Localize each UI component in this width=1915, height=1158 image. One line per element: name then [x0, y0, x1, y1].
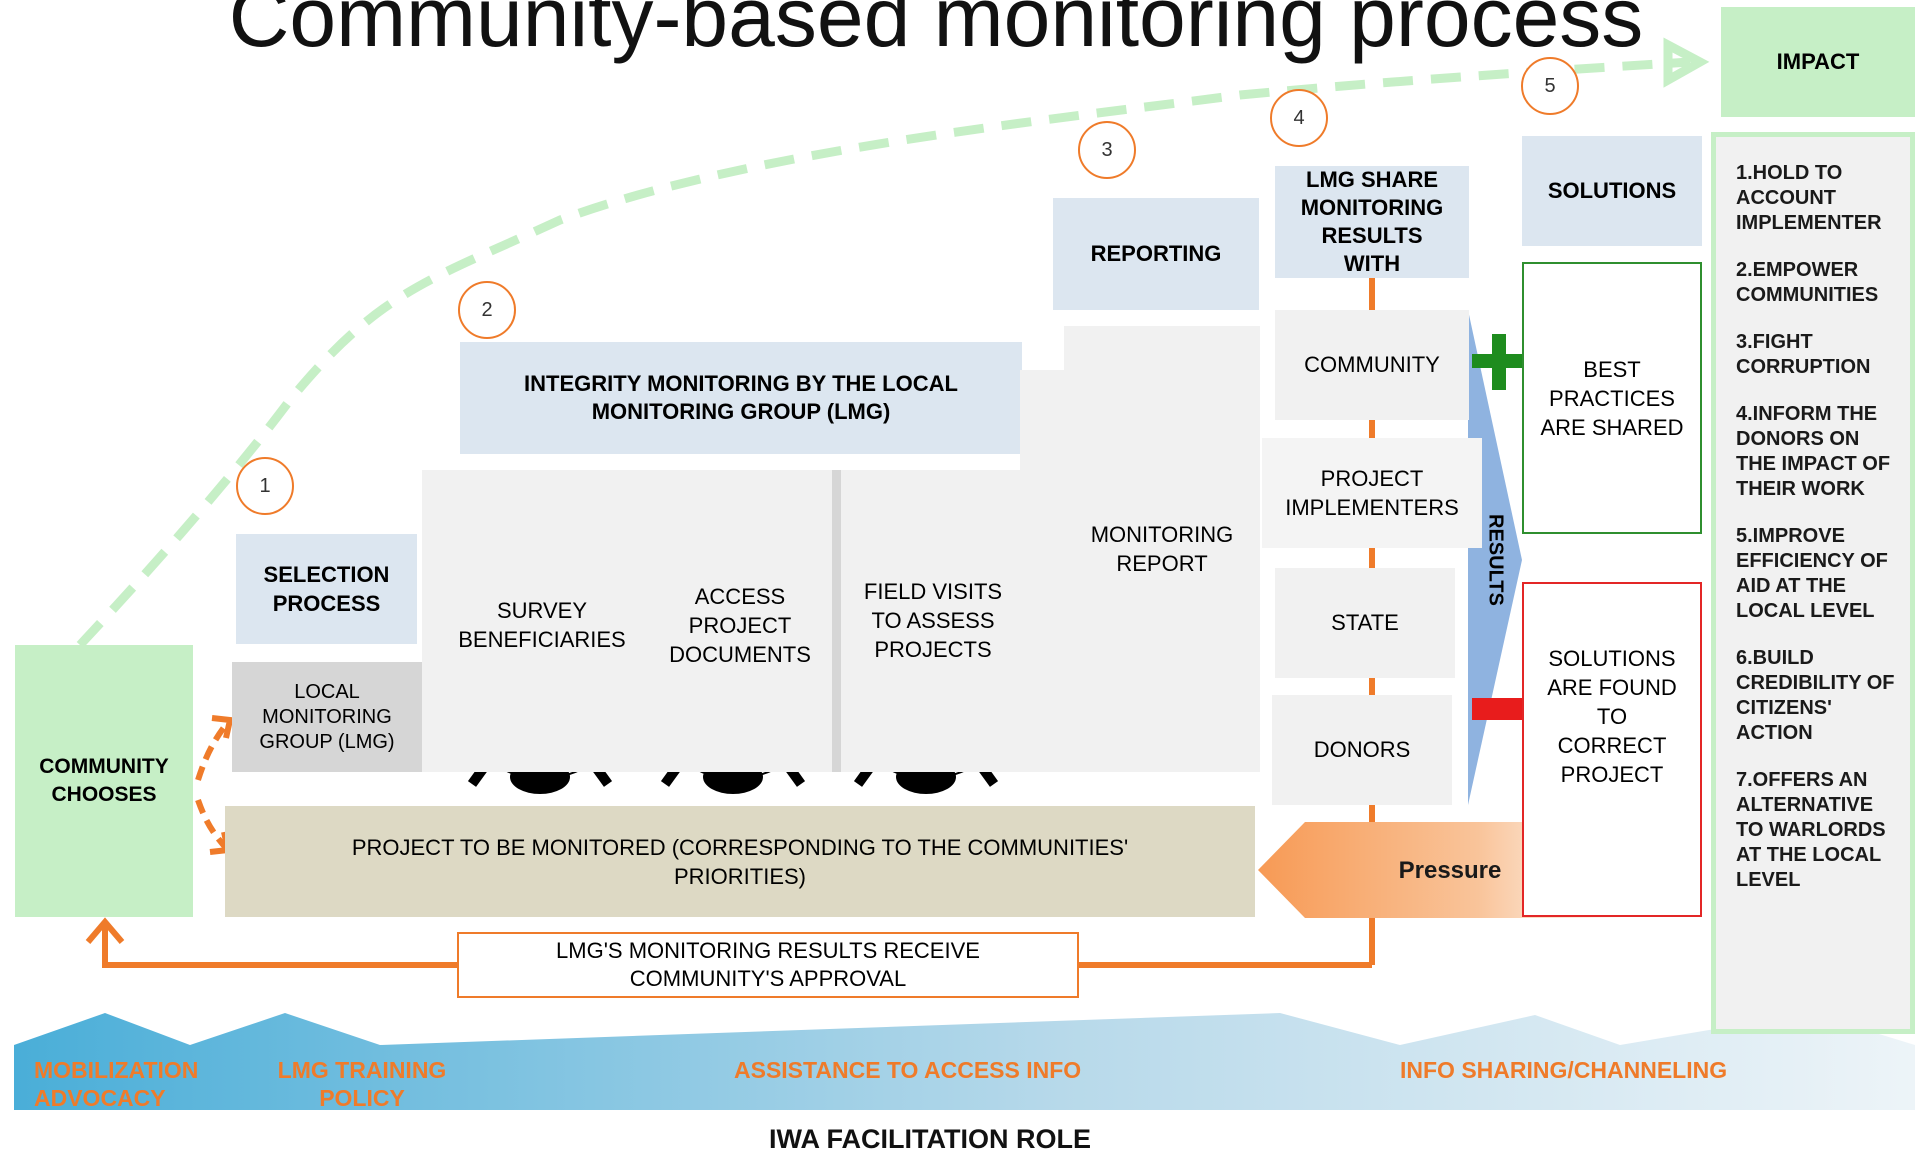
- results-label: RESULTS: [1484, 514, 1507, 606]
- reporting-label: REPORTING: [1053, 198, 1259, 310]
- impact-item: 4.INFORM THE DONORS ON THE IMPACT OF THE…: [1736, 403, 1891, 500]
- plus-icon-vertical: [1492, 334, 1506, 390]
- impact-item: 5.IMPROVE EFFICIENCY OF AID AT THE LOCAL…: [1736, 525, 1888, 622]
- facilitation-mobilization: MOBILIZATION ADVOCACY: [34, 1057, 199, 1111]
- facilitation-role-caption: IWA FACILITATION ROLE: [769, 1123, 1091, 1154]
- share-donors-box: DONORS: [1272, 695, 1452, 805]
- approval-return-arrowhead: [85, 917, 125, 944]
- impact-item: 1.HOLD TO ACCOUNT IMPLEMENTER: [1736, 162, 1882, 234]
- impact-header: IMPACT: [1721, 7, 1915, 117]
- results-chevron: [1468, 310, 1522, 805]
- best-practices-box: BEST PRACTICES ARE SHARED: [1522, 262, 1702, 534]
- share-state-box: STATE: [1275, 568, 1455, 678]
- share-implementers-box: PROJECT IMPLEMENTERS: [1262, 438, 1482, 548]
- pressure-label: Pressure: [1398, 857, 1502, 884]
- facilitation-info-sharing: INFO SHARING/CHANNELING: [1400, 1057, 1728, 1083]
- facilitation-lmg-training: LMG TRAINING POLICY: [277, 1057, 447, 1111]
- activities-panel: [422, 470, 1022, 772]
- choose-arrow-up: [195, 720, 231, 781]
- solutions-label: SOLUTIONS: [1522, 136, 1702, 246]
- step-2-badge: 2: [458, 281, 516, 339]
- project-monitored-box: PROJECT TO BE MONITORED (CORRESPONDING T…: [225, 806, 1255, 917]
- minus-icon: [1472, 698, 1526, 720]
- selection-process-label: SELECTION PROCESS: [236, 534, 417, 644]
- monitoring-report-box: MONITORING REPORT: [1064, 326, 1260, 772]
- access-documents-label: ACCESS PROJECT DOCUMENTS: [669, 583, 811, 667]
- activities-divider: [832, 470, 841, 772]
- impact-list: 1.HOLD TO ACCOUNT IMPLEMENTER 2.EMPOWER …: [1711, 132, 1915, 1034]
- share-community-box: COMMUNITY: [1275, 310, 1469, 420]
- impact-item: 7.OFFERS AN ALTERNATIVE TO WARLORDS AT T…: [1736, 769, 1886, 891]
- facilitation-band: [14, 1013, 1915, 1110]
- approval-box: LMG'S MONITORING RESULTS RECEIVE COMMUNI…: [457, 932, 1079, 998]
- solutions-found-box: SOLUTIONS ARE FOUND TO CORRECT PROJECT: [1522, 582, 1702, 917]
- lmg-box: LOCAL MONITORING GROUP (LMG): [232, 662, 422, 772]
- impact-item: 3.FIGHT CORRUPTION: [1736, 331, 1871, 378]
- integrity-monitoring-label: INTEGRITY MONITORING BY THE LOCAL MONITO…: [460, 342, 1022, 454]
- step-4-badge: 4: [1270, 89, 1328, 147]
- impact-item: 2.EMPOWER COMMUNITIES: [1736, 259, 1879, 306]
- lmg-share-label: LMG SHARE MONITORING RESULTS WITH: [1275, 166, 1469, 278]
- step-5-badge: 5: [1521, 57, 1579, 115]
- community-chooses-box: COMMUNITY CHOOSES: [15, 645, 193, 917]
- choose-arrow-down: [195, 799, 229, 850]
- step-1-badge: 1: [236, 457, 294, 515]
- step-3-badge: 3: [1078, 121, 1136, 179]
- impact-item: 6.BUILD CREDIBILITY OF CITIZENS' ACTION: [1736, 647, 1895, 744]
- field-visits-label: FIELD VISITS TO ASSESS PROJECTS: [863, 578, 1003, 662]
- report-connector-shade: [1020, 370, 1064, 772]
- page-title: Community-based monitoring process: [228, 0, 1644, 64]
- survey-beneficiaries-label: SURVEY BENEFICIARIES: [458, 598, 626, 652]
- progress-curve: [76, 57, 1691, 649]
- progress-arrowhead: [1663, 37, 1710, 88]
- facilitation-assistance: ASSISTANCE TO ACCESS INFO: [734, 1057, 1082, 1083]
